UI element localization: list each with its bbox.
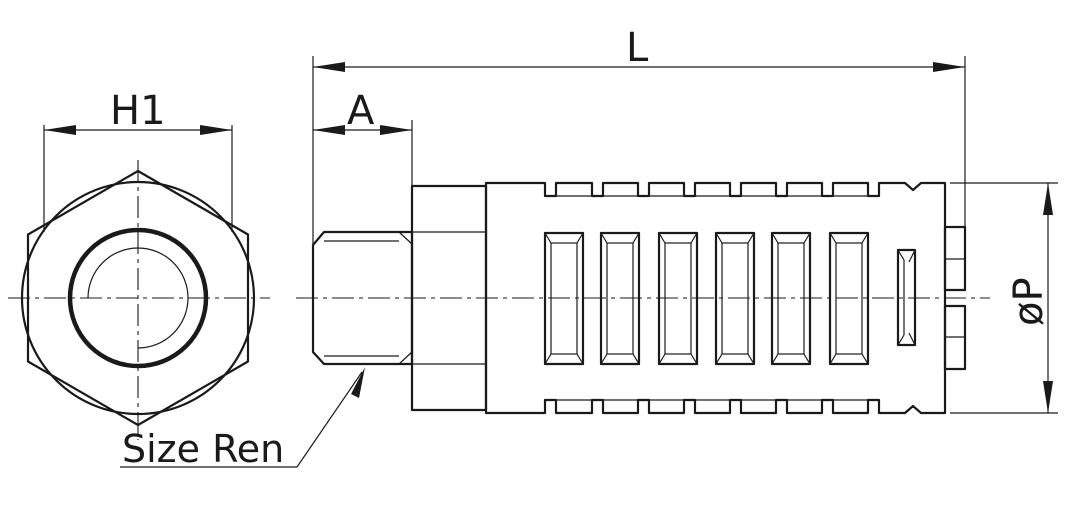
end-view: H1 <box>8 88 270 440</box>
bore-inner-arc <box>87 247 189 349</box>
h1-arrow-left <box>44 125 76 135</box>
thread-chamfer-top <box>398 231 413 245</box>
dimension-a: A <box>313 88 413 186</box>
a-label: A <box>347 88 375 134</box>
dimension-phi-p: øP <box>950 182 1058 414</box>
l-label: L <box>626 25 649 71</box>
size-ren-callout: Size Ren <box>120 367 365 471</box>
h1-label: H1 <box>110 88 166 134</box>
end-cap-tabs <box>943 225 967 371</box>
silencer-body-outline <box>484 181 947 415</box>
thread-chamfer-bottom <box>398 351 413 365</box>
dimension-l: L <box>312 25 966 245</box>
phi-p-label: øP <box>1006 277 1052 326</box>
size-ren-label: Size Ren <box>122 427 284 471</box>
h1-arrow-right <box>200 125 232 135</box>
side-view <box>296 181 990 415</box>
